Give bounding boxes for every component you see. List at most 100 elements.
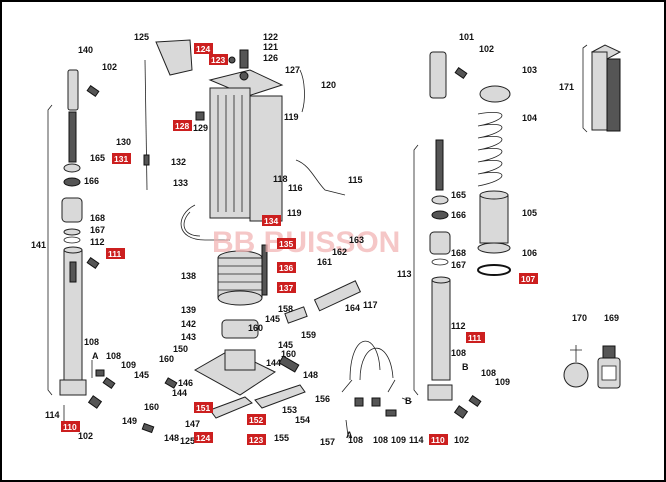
highlight-box: [247, 414, 266, 425]
part-label: 142: [181, 319, 196, 329]
part-label: 108: [373, 435, 388, 445]
part-label: 101: [459, 32, 474, 42]
part-label: 112: [90, 237, 105, 247]
part-label: 125: [134, 32, 149, 42]
part-label: 163: [349, 235, 364, 245]
part-label: 108: [451, 348, 466, 358]
part-label: 119: [284, 112, 299, 122]
part-label: A: [92, 351, 99, 361]
part-label: 164: [345, 303, 360, 313]
highlighted-part-label: 111: [466, 332, 485, 343]
part-label: 165: [90, 153, 105, 163]
highlight-box: [277, 282, 296, 293]
hose-assembly: [341, 340, 413, 437]
highlight-box: [209, 54, 228, 65]
part-label: 103: [522, 65, 537, 75]
part-label: 153: [282, 405, 297, 415]
highlighted-part-label: 107: [519, 273, 538, 284]
part-label: 160: [144, 402, 159, 412]
highlighted-part-number: 110: [431, 435, 445, 445]
part-label: 147: [185, 419, 200, 429]
part-label: 143: [181, 332, 196, 342]
part-label: 112: [451, 321, 466, 331]
part-label: 114: [409, 435, 424, 445]
highlighted-part-label: 111: [106, 248, 125, 259]
highlighted-part-label: 123: [247, 434, 266, 445]
highlighted-part-label: 131: [112, 153, 131, 164]
part-label: 159: [301, 330, 316, 340]
highlighted-part-label: 124: [194, 43, 213, 54]
highlighted-part-label: 134: [262, 215, 281, 226]
part-label: B: [462, 362, 469, 372]
extras: [563, 44, 622, 389]
part-label: 120: [321, 80, 336, 90]
part-label: 160: [248, 323, 263, 333]
highlighted-part-label: 135: [277, 238, 296, 249]
highlight-box: [262, 215, 281, 226]
highlight-box: [277, 238, 296, 249]
part-label: 160: [281, 349, 296, 359]
highlighted-part-label: 151: [194, 402, 213, 413]
part-label: 132: [171, 157, 186, 167]
part-label: 116: [288, 183, 303, 193]
highlighted-part-label: 110: [429, 434, 448, 445]
part-label: 109: [121, 360, 136, 370]
part-label: 126: [263, 53, 278, 63]
part-label: 158: [278, 304, 293, 314]
part-label: 148: [303, 370, 318, 380]
highlighted-part-label: 123: [209, 54, 228, 65]
part-label: 118: [273, 174, 288, 184]
part-label: 148: [164, 433, 179, 443]
center-motor-assembly: [141, 39, 362, 434]
part-label: 168: [451, 248, 466, 258]
part-label: 156: [315, 394, 330, 404]
part-label: 141: [31, 240, 46, 250]
highlighted-part-label: 152: [247, 414, 266, 425]
highlighted-part-number: 107: [521, 274, 535, 284]
part-label: 149: [122, 416, 137, 426]
highlighted-part-number: 134: [264, 216, 278, 226]
part-label: 150: [173, 344, 188, 354]
part-label: 162: [332, 247, 347, 257]
part-label: 113: [397, 269, 412, 279]
highlight-box: [106, 248, 125, 259]
highlight-box: [112, 153, 131, 164]
highlight-box: [429, 434, 448, 445]
highlighted-part-number: 136: [279, 263, 293, 273]
highlight-box: [466, 332, 485, 343]
part-label: B: [405, 396, 412, 406]
part-label: 108: [84, 337, 99, 347]
highlighted-part-number: 128: [175, 121, 189, 131]
part-label: 102: [78, 431, 93, 441]
highlighted-part-number: 123: [211, 55, 225, 65]
part-label: 102: [102, 62, 117, 72]
part-label: 108: [106, 351, 121, 361]
highlight-box: [173, 120, 192, 131]
part-label: 145: [265, 314, 280, 324]
part-label: 127: [285, 65, 300, 75]
highlighted-part-number: 111: [468, 333, 482, 343]
highlight-box: [61, 421, 80, 432]
part-label: 145: [278, 340, 293, 350]
highlighted-part-number: 151: [196, 403, 210, 413]
part-label: 157: [320, 437, 335, 447]
part-label: 166: [84, 176, 99, 186]
part-label: 121: [263, 42, 278, 52]
highlight-box: [277, 262, 296, 273]
highlighted-part-number: 152: [249, 415, 263, 425]
part-label: 117: [363, 300, 378, 310]
part-label: 102: [479, 44, 494, 54]
highlighted-part-label: 110: [61, 421, 80, 432]
part-label: 167: [451, 260, 466, 270]
part-label: 138: [181, 271, 196, 281]
part-label: 146: [178, 378, 193, 388]
part-label: 109: [391, 435, 406, 445]
highlighted-part-label: 128: [173, 120, 192, 131]
highlight-box: [194, 402, 213, 413]
part-label: 108: [481, 368, 496, 378]
part-label: 130: [116, 137, 131, 147]
highlight-box: [247, 434, 266, 445]
